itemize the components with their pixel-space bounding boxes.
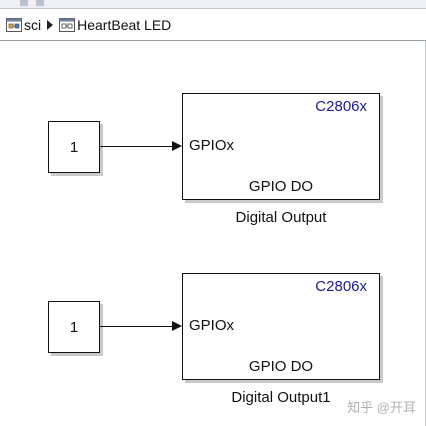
signal-line[interactable] [100, 326, 172, 327]
window-top-strip [0, 0, 426, 9]
arrow-icon [172, 141, 182, 151]
tab-fragment [36, 0, 44, 6]
arrow-icon [172, 321, 182, 331]
tab-fragment [20, 0, 28, 6]
digital-output-block[interactable]: C2806x GPIOx GPIO DO [182, 93, 380, 200]
model-icon [6, 17, 22, 32]
chip-label: C2806x [315, 98, 367, 115]
subsystem-icon [59, 17, 76, 32]
breadcrumb-item-heartbeat-led[interactable]: HeartBeat LED [59, 17, 171, 33]
constant-block[interactable]: 1 [48, 301, 100, 353]
model-canvas[interactable]: 1 C2806x GPIOx GPIO DO Digital Output 1 … [0, 41, 426, 426]
input-port-label: GPIOx [189, 137, 235, 154]
constant-block[interactable]: 1 [48, 121, 100, 173]
watermark: 知乎 @开耳 [347, 400, 416, 415]
block-type-label: GPIO DO [248, 178, 314, 195]
block-type-label: GPIO DO [248, 358, 314, 375]
chip-label: C2806x [315, 278, 367, 295]
breadcrumb: sci HeartBeat LED [0, 9, 426, 41]
breadcrumb-separator-icon [47, 19, 54, 30]
input-port-label: GPIOx [189, 317, 235, 334]
signal-line[interactable] [100, 146, 172, 147]
breadcrumb-label: HeartBeat LED [77, 16, 172, 33]
breadcrumb-label: sci [24, 16, 42, 33]
constant-value: 1 [69, 318, 79, 336]
breadcrumb-item-sci[interactable]: sci [0, 17, 41, 33]
block-name-label[interactable]: Digital Output [235, 209, 327, 226]
block-name-label[interactable]: Digital Output1 [231, 389, 331, 406]
digital-output-block[interactable]: C2806x GPIOx GPIO DO [182, 273, 380, 380]
constant-value: 1 [69, 138, 79, 156]
